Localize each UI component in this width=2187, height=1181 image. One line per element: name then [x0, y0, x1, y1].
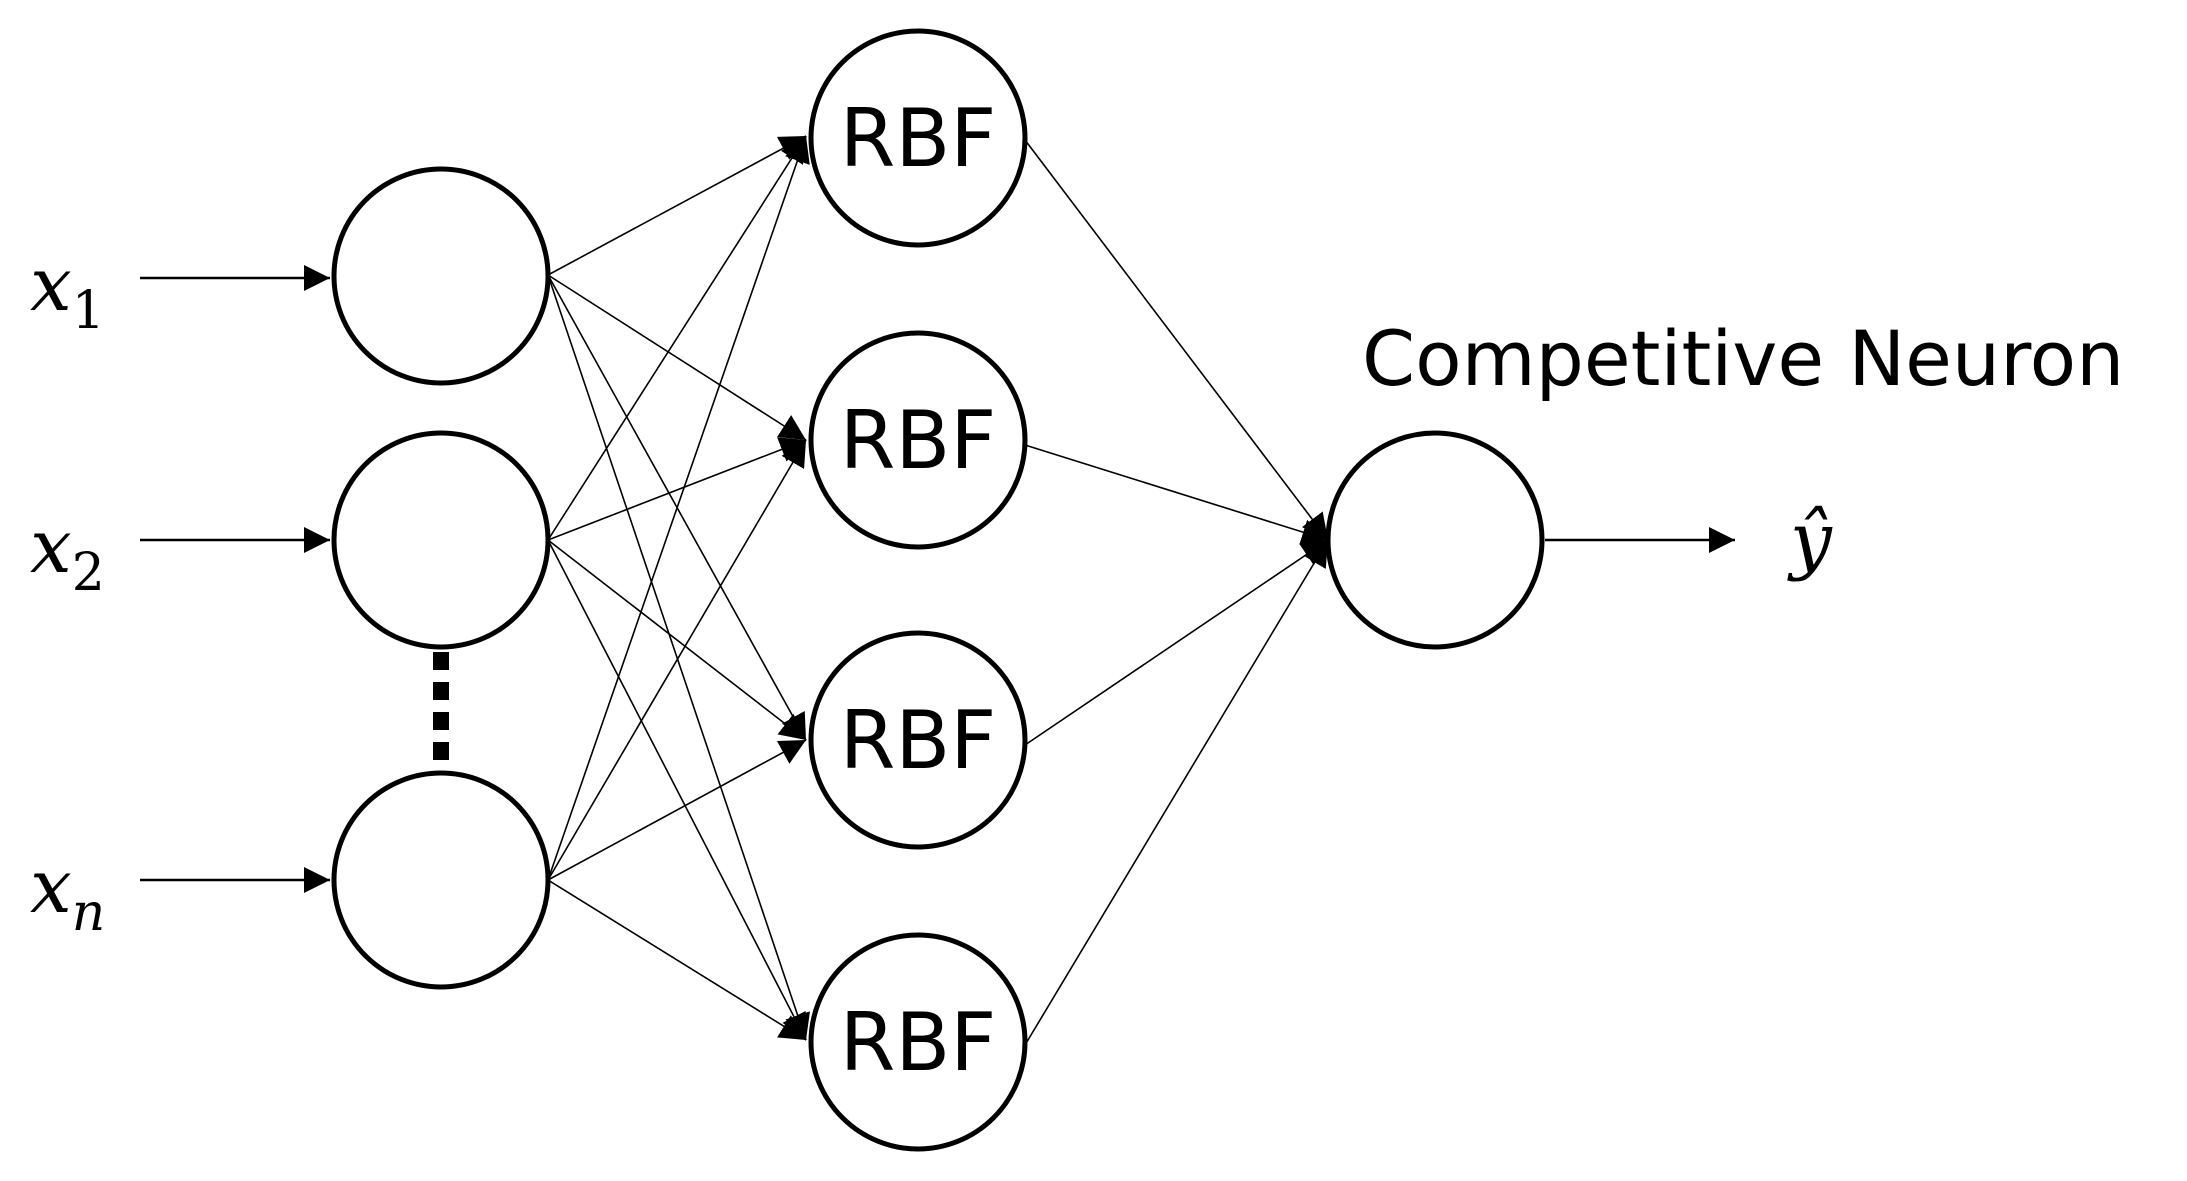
competitive-neuron-title: Competitive Neuron	[1362, 314, 2124, 403]
rbf-node-3: RBF	[808, 630, 1028, 850]
input-layer	[331, 166, 551, 990]
input-labels: x1 x2 xn	[30, 242, 105, 943]
edge-in1-rbf2	[547, 274, 807, 441]
rbf-node-1: RBF	[808, 28, 1028, 248]
rbf-node-2: RBF	[808, 330, 1028, 550]
edge-in2-rbf4	[547, 539, 807, 1041]
input-arrows	[140, 265, 330, 893]
edge-rbf2-out	[1024, 444, 1329, 545]
edge-rbf3-out	[1024, 539, 1329, 746]
rbf-label-1: RBF	[840, 92, 996, 185]
edge-rbf1-out	[1024, 139, 1329, 541]
edge-in1-rbf4	[547, 274, 811, 1041]
rbf-layer: RBF RBF RBF RBF	[808, 28, 1028, 1152]
output-label: ŷ	[1787, 497, 1833, 583]
input-node-1	[331, 166, 551, 386]
input-label-1: x1	[30, 242, 105, 341]
edge-in2-rbf3	[547, 539, 807, 741]
input-node-n	[331, 770, 551, 990]
edge-inn-rbf4	[547, 879, 807, 1041]
rbf-to-output-edges	[1024, 139, 1329, 1046]
input-label-n: xn	[30, 844, 105, 943]
edge-inn-rbf2	[547, 439, 807, 881]
rbf-label-2: RBF	[840, 394, 996, 487]
edge-in2-rbf2	[547, 437, 807, 541]
edge-inn-rbf1	[547, 135, 810, 881]
edge-rbf4-out	[1024, 539, 1329, 1046]
output-layer: Competitive Neuron ŷ	[1325, 314, 2124, 650]
rbf-label-4: RBF	[840, 996, 996, 1089]
input-node-2	[331, 430, 551, 650]
edge-in2-rbf1	[547, 135, 807, 541]
competitive-neuron-node	[1325, 430, 1545, 650]
input-label-2: x2	[30, 504, 105, 603]
rbf-node-4: RBF	[808, 932, 1028, 1152]
input-to-rbf-edges	[547, 135, 811, 1041]
edge-in1-rbf1	[547, 135, 807, 276]
edge-inn-rbf3	[547, 739, 807, 881]
rbf-label-3: RBF	[840, 694, 996, 787]
